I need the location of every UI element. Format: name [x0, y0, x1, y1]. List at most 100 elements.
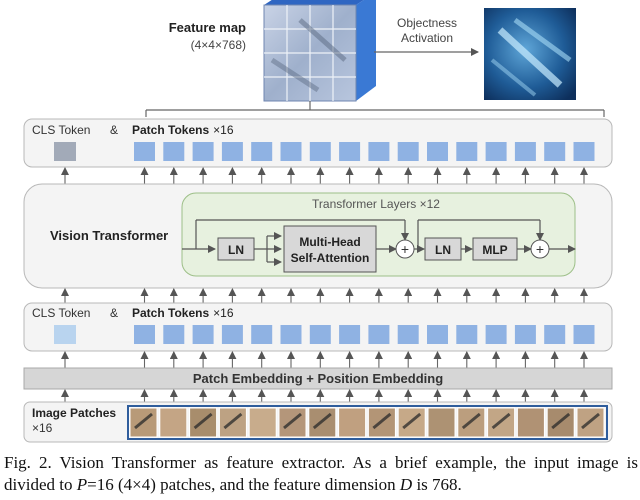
caption-text-3: is 768.	[412, 475, 462, 494]
patch-token	[485, 142, 507, 161]
residual-add-2	[530, 239, 550, 259]
ln-block-1-label: LN	[228, 243, 244, 257]
transformer-flow	[182, 219, 576, 266]
output-amp: &	[110, 123, 118, 137]
patch-token	[485, 325, 507, 344]
tokens-to-feature-map-bracket	[145, 101, 605, 117]
patch-token	[280, 142, 302, 161]
vit-diagram: Feature map (4×4×768) Objectness Activat…	[23, 0, 613, 443]
patch-object-mark	[581, 412, 600, 430]
feature-map-dims: (4×4×768)	[191, 38, 246, 52]
ln-block-1	[217, 237, 255, 261]
input-cls-token	[54, 325, 76, 344]
vit-title: Vision Transformer	[50, 228, 168, 243]
input-patch-label: Patch Tokens ×16	[132, 306, 234, 320]
input-patch-label-text: Patch Tokens	[132, 306, 209, 320]
figure-caption: Fig. 2. Vision Transformer as feature ex…	[4, 452, 638, 496]
activation-map-image	[484, 8, 576, 100]
patch-token	[221, 142, 243, 161]
mha-label-line1: Multi-Head	[299, 235, 360, 249]
patch-token	[427, 142, 448, 161]
output-patch-tokens	[134, 142, 595, 161]
activation-label-line2: Activation	[401, 31, 453, 45]
patch-token	[368, 325, 390, 344]
patches-to-embedding-arrows	[61, 389, 588, 402]
patch-object-mark	[551, 412, 571, 430]
patch-token	[134, 142, 155, 161]
patch-token	[544, 325, 566, 344]
patch-token	[573, 142, 595, 161]
image-patches-count: ×16	[32, 421, 53, 435]
patch-token	[280, 325, 302, 344]
image-patches-label: Image Patches	[32, 406, 116, 420]
mlp-block	[472, 237, 518, 261]
image-patches-strip	[127, 405, 608, 440]
patch-token	[251, 325, 273, 344]
patch-object-mark	[461, 412, 481, 430]
image-patch	[427, 407, 456, 438]
patch-token	[251, 142, 273, 161]
residual-add-1	[395, 239, 415, 259]
patch-object-mark	[283, 412, 302, 430]
image-patch	[576, 407, 605, 438]
input-amp: &	[110, 306, 118, 320]
patch-token	[397, 325, 419, 344]
caption-var-p: P	[76, 475, 88, 494]
mha-label-line2: Self-Attention	[291, 251, 370, 265]
patch-object-mark	[372, 412, 392, 430]
caption-prefix: Fig. 2.	[4, 453, 52, 472]
patch-token	[339, 142, 361, 161]
patch-token	[544, 142, 566, 161]
patch-object-mark	[223, 412, 243, 430]
image-patch	[367, 407, 396, 438]
image-patch	[338, 407, 367, 438]
patch-token	[397, 142, 419, 161]
patch-token	[163, 142, 185, 161]
patch-token	[192, 142, 214, 161]
output-cls-token	[54, 142, 76, 161]
objectness-label-line1: Objectness	[397, 16, 457, 30]
image-patch-thumbnails	[129, 407, 605, 438]
patch-token	[514, 142, 536, 161]
mlp-block-label: MLP	[482, 243, 507, 257]
patch-token	[221, 325, 243, 344]
input-patch-count: ×16	[213, 306, 234, 320]
input-patch-tokens	[134, 325, 595, 344]
embedding-to-input-arrows	[61, 351, 588, 368]
image-patch	[159, 407, 188, 438]
feature-map-cube	[263, 0, 376, 102]
input-to-vit-arrows	[61, 288, 588, 303]
patch-object-mark	[402, 412, 422, 430]
patch-token	[309, 142, 331, 161]
patch-object-mark	[134, 412, 153, 430]
patch-token	[427, 325, 448, 344]
patch-object-mark	[193, 412, 213, 430]
image-patch	[248, 407, 277, 438]
image-patch	[516, 407, 545, 438]
output-patch-label-text: Patch Tokens	[132, 123, 209, 137]
embedding-label: Patch Embedding + Position Embedding	[193, 371, 443, 386]
patch-token	[456, 325, 478, 344]
ln-block-2	[424, 237, 462, 261]
transformer-layers-label: Transformer Layers ×12	[312, 197, 440, 211]
caption-text-2: =16 (4×4) patches, and the feature dimen…	[87, 475, 400, 494]
ln-block-2-label: LN	[435, 243, 451, 257]
patch-token	[573, 325, 595, 344]
patch-token	[134, 325, 155, 344]
patch-object-mark	[491, 412, 511, 430]
residual-add-1-symbol: +	[401, 241, 409, 257]
patch-token	[456, 142, 478, 161]
caption-var-d: D	[399, 475, 413, 494]
feature-map-title: Feature map	[169, 20, 246, 35]
caption-text-1: Vision Transformer as feature extractor.…	[4, 453, 638, 494]
patch-token	[339, 325, 361, 344]
output-patch-label: Patch Tokens ×16	[132, 123, 234, 137]
patch-token	[514, 325, 536, 344]
patch-object-mark	[312, 412, 332, 430]
output-cls-label: CLS Token	[32, 123, 90, 137]
patch-token	[163, 325, 185, 344]
residual-add-2-symbol: +	[536, 241, 544, 257]
output-patch-count: ×16	[213, 123, 234, 137]
mha-block	[283, 225, 377, 273]
patch-token	[368, 142, 390, 161]
